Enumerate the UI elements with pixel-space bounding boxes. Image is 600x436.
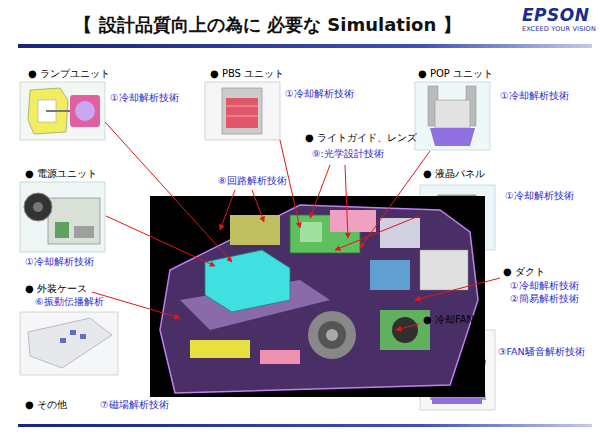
- projector-cutaway: [370, 260, 410, 290]
- unit-node: ● 液晶パネル①冷却解析技術: [420, 185, 495, 250]
- unit-heading: ● ランプユニット: [28, 68, 110, 80]
- projector-cutaway: [190, 340, 250, 358]
- leader-arrow: [310, 165, 330, 218]
- technique-label: ①冷却解析技術: [25, 256, 94, 267]
- unit-node: ● POP ユニット①冷却解析技術: [415, 82, 490, 150]
- projector-cutaway: [150, 196, 485, 397]
- case-picture: [60, 338, 66, 343]
- pbs-unit-picture: [226, 98, 258, 128]
- company-logo: EPSON: [522, 5, 590, 25]
- lamp-unit-picture: [75, 101, 95, 121]
- leader-arrow: [415, 278, 500, 300]
- pbs-unit-picture: [205, 82, 280, 140]
- projector-cutaway: [150, 196, 485, 397]
- projector-cutaway: [392, 317, 418, 343]
- unit-node: ● PBS ユニット①冷却解析技術: [205, 82, 280, 140]
- title-rule: [18, 44, 592, 48]
- leader-arrow: [105, 122, 232, 262]
- case-picture: [20, 312, 118, 375]
- leader-arrow: [396, 324, 419, 330]
- pbs-unit-picture: [222, 88, 262, 134]
- lamp-unit-picture: [20, 82, 105, 140]
- projector-cutaway: [380, 218, 420, 248]
- pop-unit-picture: [415, 82, 490, 150]
- pbs-unit-picture: [226, 106, 258, 107]
- projector-cutaway: [160, 205, 478, 393]
- leader-arrow: [92, 292, 180, 318]
- projector-cutaway: [205, 250, 290, 312]
- power-unit-picture: [74, 226, 94, 238]
- power-unit-picture: [24, 193, 52, 221]
- technique-label: ③FAN騒音解析技術: [498, 346, 585, 357]
- projector-cutaway: [308, 311, 356, 359]
- unit-node: ● 外装ケース⑥振動伝播解析: [20, 312, 118, 375]
- pop-unit-picture: [430, 128, 475, 146]
- projector-cutaway: [318, 321, 346, 349]
- power-unit-picture: [55, 222, 69, 238]
- technique-label: ①冷却解析技術: [510, 280, 579, 291]
- power-unit-picture: [33, 202, 43, 212]
- power-unit-picture: [20, 182, 105, 252]
- leader-arrow: [92, 122, 500, 330]
- technique-label: ⑦磁場解析技術: [100, 399, 169, 410]
- case-picture: [20, 312, 118, 375]
- part-name: ● ライトガイド、レンズ: [305, 132, 417, 144]
- leader-arrow: [252, 190, 264, 222]
- projector-cutaway: [330, 210, 376, 232]
- leader-arrow: [360, 151, 430, 248]
- technique-label: ①冷却解析技術: [110, 92, 179, 103]
- projector-cutaway: [230, 215, 280, 245]
- unit-heading: ● 外装ケース: [25, 283, 87, 295]
- part-name: ● ダクト: [503, 266, 545, 278]
- unit-heading: ● 電源ユニット: [25, 168, 97, 180]
- leader-arrow: [106, 216, 215, 266]
- power-unit-picture: [48, 198, 100, 244]
- unit-heading: ● PBS ユニット: [210, 68, 284, 80]
- pbs-unit-picture: [226, 116, 258, 117]
- technique-label: ⑨:光学設計技術: [312, 148, 384, 159]
- projector-cutaway: [420, 250, 468, 290]
- logo-slogan: EXCEED YOUR VISION: [522, 26, 596, 34]
- leader-arrow: [345, 165, 348, 238]
- technique-label: ②簡易解析技術: [510, 293, 579, 304]
- lamp-unit-picture: [20, 82, 105, 140]
- projector-cutaway: [260, 350, 300, 364]
- unit-node: ● 電源ユニット①冷却解析技術: [20, 182, 105, 252]
- fan-picture: [432, 398, 482, 404]
- power-unit-picture: [20, 182, 105, 252]
- unit-heading: ● 液晶パネル: [423, 168, 485, 180]
- footer-rule: [18, 424, 592, 427]
- pbs-unit-picture: [205, 82, 280, 140]
- technique-label: ①冷却解析技術: [500, 90, 569, 101]
- lamp-unit-picture: [46, 110, 70, 112]
- technique-label: ⑧回路解析技術: [218, 175, 287, 186]
- technique-label: ①冷却解析技術: [285, 88, 354, 99]
- unit-node: ● 冷却FAN③FAN騒音解析技術: [420, 330, 495, 410]
- case-picture: [80, 334, 86, 339]
- lamp-unit-picture: [70, 95, 100, 127]
- case-picture: [70, 330, 76, 335]
- projector-cutaway: [300, 222, 322, 242]
- technique-label: ①冷却解析技術: [505, 190, 574, 201]
- pop-unit-picture: [415, 82, 490, 150]
- case-picture: [28, 318, 112, 368]
- unit-heading: ● 冷却FAN: [423, 314, 474, 326]
- pop-unit-picture: [435, 100, 470, 128]
- projector-cutaway: [380, 310, 430, 350]
- slide-title: 【 設計品質向上の為に 必要な Simulation 】: [74, 14, 460, 36]
- unit-node: ● ランプユニット①冷却解析技術: [20, 82, 105, 140]
- unit-heading: ● POP ユニット: [418, 68, 493, 80]
- part-name: ● その他: [25, 399, 67, 411]
- technique-label: ⑥振動伝播解析: [35, 296, 104, 307]
- leader-arrow: [220, 190, 235, 230]
- projector-cutaway: [326, 329, 338, 341]
